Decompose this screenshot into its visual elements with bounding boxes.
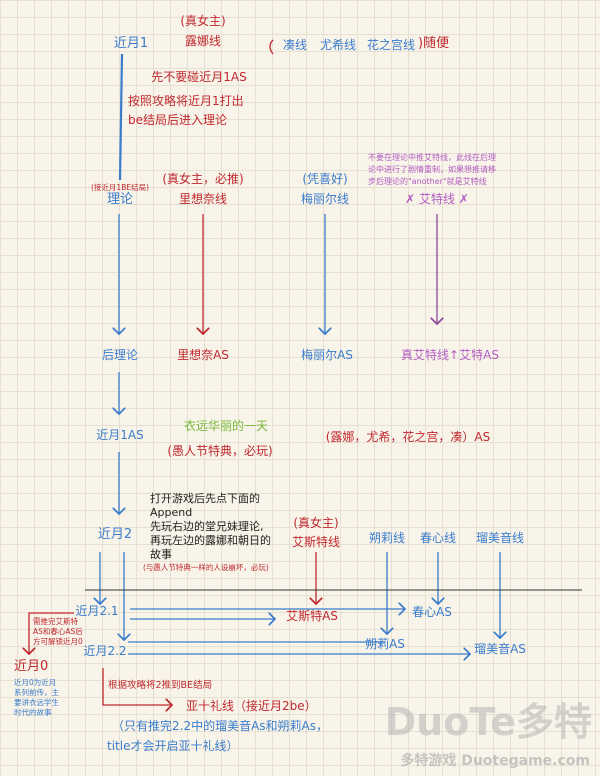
ait-route: ✗ 艾特线 ✗: [405, 192, 469, 206]
asatorei-note: 根据攻略将2推到BE结局: [108, 680, 213, 691]
watermark-sub: 多特游戏 Duotegame.com: [400, 753, 590, 769]
fandisc-note: (愚人节特典，必玩): [167, 444, 273, 458]
ait-as: 真艾特线↑艾特AS: [401, 348, 499, 362]
tsuki0-desc-2: 系列前传，主: [14, 688, 59, 697]
luna-heroine-tag: (真女主): [180, 14, 226, 28]
watermark-logo: DuoTe多特: [384, 700, 592, 744]
tsuki1-node: 近月1: [113, 36, 149, 51]
note-be-line1: 按照攻略将近月1打出: [128, 94, 244, 108]
rumine-route: 瑠美音线: [475, 531, 525, 545]
ait-note-2: 论中进行了剧情重制，如果想推请移: [368, 165, 496, 174]
rumine-as: 瑠美音AS: [474, 642, 526, 656]
note-be-line2: be结局后进入理论: [128, 113, 228, 127]
tsuki2-note-4: 再玩左边的露娜和朝日的: [150, 534, 271, 547]
tsuki0-desc-4: 时代的故事: [14, 708, 52, 717]
tsuki2-note-3: 先玩右边的堂兄妹理论,: [150, 520, 264, 533]
side-route-yuushi: 尤希线: [320, 38, 357, 52]
tsuki0-desc-1: 近月0为近月: [14, 678, 57, 687]
tsuki1-as-node: 近月1AS: [96, 428, 144, 442]
others-as: (露娜，尤希，花之宫，凑）AS: [325, 430, 491, 444]
tsuki0-unlock-1: 需推完艾斯特: [33, 617, 78, 626]
tsuki0-unlock-2: AS和春心AS后: [33, 627, 83, 636]
side-route-hananomiya: 花之宫线: [367, 38, 416, 52]
sakuri-route: 朔莉线: [368, 531, 406, 545]
harune-route: 春心线: [419, 531, 457, 545]
ait-note-3: 步后理论的"another"就是艾特线: [368, 177, 487, 186]
est-as: 艾斯特AS: [286, 609, 338, 623]
tsuki2-note-1: 打开游戏后先点下面的: [150, 492, 260, 505]
tsuki2-note-2: Append: [150, 506, 193, 519]
tsuki21-node: 近月2.1: [75, 604, 119, 618]
note-skip-as: 先不要碰近月1AS: [151, 70, 247, 84]
arrow-asatorei: [102, 668, 172, 705]
fandisc-title: 衣远华丽的一天: [183, 419, 269, 433]
ait-note-1: 不要在理论中推艾特线，此线在后理: [368, 153, 496, 162]
arrow-tsuki1-theory: [118, 53, 124, 181]
tsuki0-node: 近月0: [14, 659, 49, 674]
theory-small-note: (接近月1BE结局): [90, 183, 150, 192]
tsuki2-node: 近月2: [97, 527, 133, 542]
tsuki22-node: 近月2.2: [83, 644, 127, 658]
side-route-note: )随便: [418, 36, 450, 51]
meryl-route: 梅丽尔线: [300, 192, 350, 206]
tsuki2-note-small: (与愚人节特典一样的人设崩坏，必玩): [143, 563, 269, 572]
side-route-minato: 凑线: [283, 38, 308, 52]
harune-as: 春心AS: [412, 605, 452, 619]
risona-as: 里想奈AS: [177, 348, 229, 362]
asatorei-cond-1: （只有推完2.2中的瑠美音As和朔莉As，: [112, 719, 329, 733]
est-tag: (真女主): [293, 516, 339, 530]
asatorei-cond-2: title才会开启亚十礼线）: [107, 739, 239, 753]
asatorei-route: 亚十礼线（接近月2be）: [186, 699, 317, 713]
est-route: 艾斯特线: [291, 535, 341, 549]
risona-route: 里想奈线: [178, 192, 228, 206]
tsuki0-desc-3: 要讲衣远学生: [14, 698, 59, 707]
after-theory-node: 后理论: [101, 348, 139, 362]
meryl-tag: (凭喜好): [302, 172, 348, 186]
luna-route: 露娜线: [184, 34, 222, 48]
meryl-as: 梅丽尔AS: [301, 348, 353, 362]
tsuki0-unlock-3: 方可解锁近月0: [33, 637, 83, 646]
paren-left: [269, 39, 274, 55]
sakuri-as: 朔莉AS: [365, 637, 405, 651]
theory-node: 理论: [106, 192, 134, 207]
arrow-tsuki0: [29, 612, 74, 654]
tsuki2-note-5: 故事: [150, 548, 172, 561]
risona-tag: (真女主，必推): [162, 172, 244, 186]
